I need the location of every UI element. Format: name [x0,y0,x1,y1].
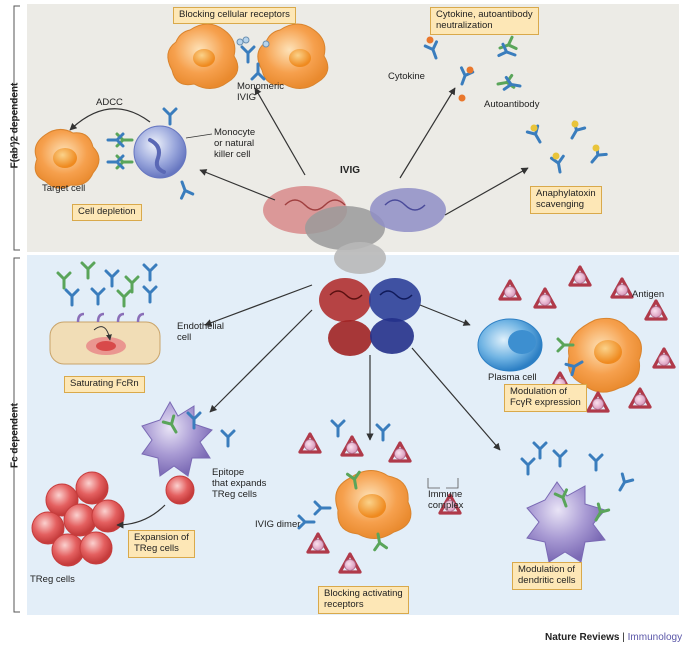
publication-credit: Nature Reviews | Immunology [545,632,682,643]
label-monocyte-nk: Monocyte or natural killer cell [214,127,256,160]
receptor-blocking-cells [167,23,329,89]
box-cytokine-neutralization: Cytokine, autoantibody neutralization [430,7,539,35]
box-saturating-fcrn: Saturating FcRn [64,376,145,393]
fcgr-cell-with-complexes [498,265,676,413]
section-label-fab: F(ab′)2 dependent [9,82,21,169]
ivig-title: IVIG [340,165,361,176]
credit-brand: Nature Reviews [545,632,620,643]
label-autoantibody: Autoantibody [484,99,540,110]
dendritic-cell-treg [141,400,236,505]
label-epitope-treg: Epitope that expands TReg cells [212,467,267,500]
label-monomeric-ivig: Monomeric IVIG [237,81,284,103]
box-modulation-dendritic: Modulation of dendritic cells [512,562,582,590]
endothelial-cell [49,312,161,365]
label-antigen: Antigen [632,289,665,300]
section-bracket-bottom [13,257,20,613]
box-modulation-fcgr: Modulation of FcγR expression [504,384,587,412]
box-anaphylatoxin-scavenging: Anaphylatoxin scavenging [530,186,602,214]
label-ivig-dimer: IVIG dimer [255,519,301,530]
label-immune-complex: Immune complex [428,489,464,511]
box-expansion-treg: Expansion of TReg cells [128,530,195,558]
label-cytokine: Cytokine [388,71,425,82]
dendritic-cell-modulation [520,441,635,563]
label-adcc: ADCC [96,97,123,108]
treg-cells-cluster [31,471,166,567]
anaphylatoxin-antibodies [525,120,608,175]
label-target-cell: Target cell [42,183,86,194]
label-treg-cells: TReg cells [30,574,75,585]
label-plasma-cell: Plasma cell [488,372,537,383]
section-label-fc: Fc dependent [9,403,21,469]
ivig-protein-structure [263,186,446,356]
plasma-cell [477,318,543,372]
box-blocking-cellular-receptors: Blocking cellular receptors [173,7,296,24]
cytokine-neutralization-antibodies [423,35,523,102]
box-blocking-activating-receptors: Blocking activating receptors [318,586,409,614]
label-endothelial-cell: Endothelial cell [177,321,225,343]
blocking-activating-cell [297,419,462,574]
credit-separator: | [619,632,628,643]
adcc-cells [34,107,213,200]
credit-journal: Immunology [627,632,683,643]
mechanism-arrows [199,87,529,451]
box-cell-depletion: Cell depletion [72,204,142,221]
section-bracket-top [13,5,20,251]
